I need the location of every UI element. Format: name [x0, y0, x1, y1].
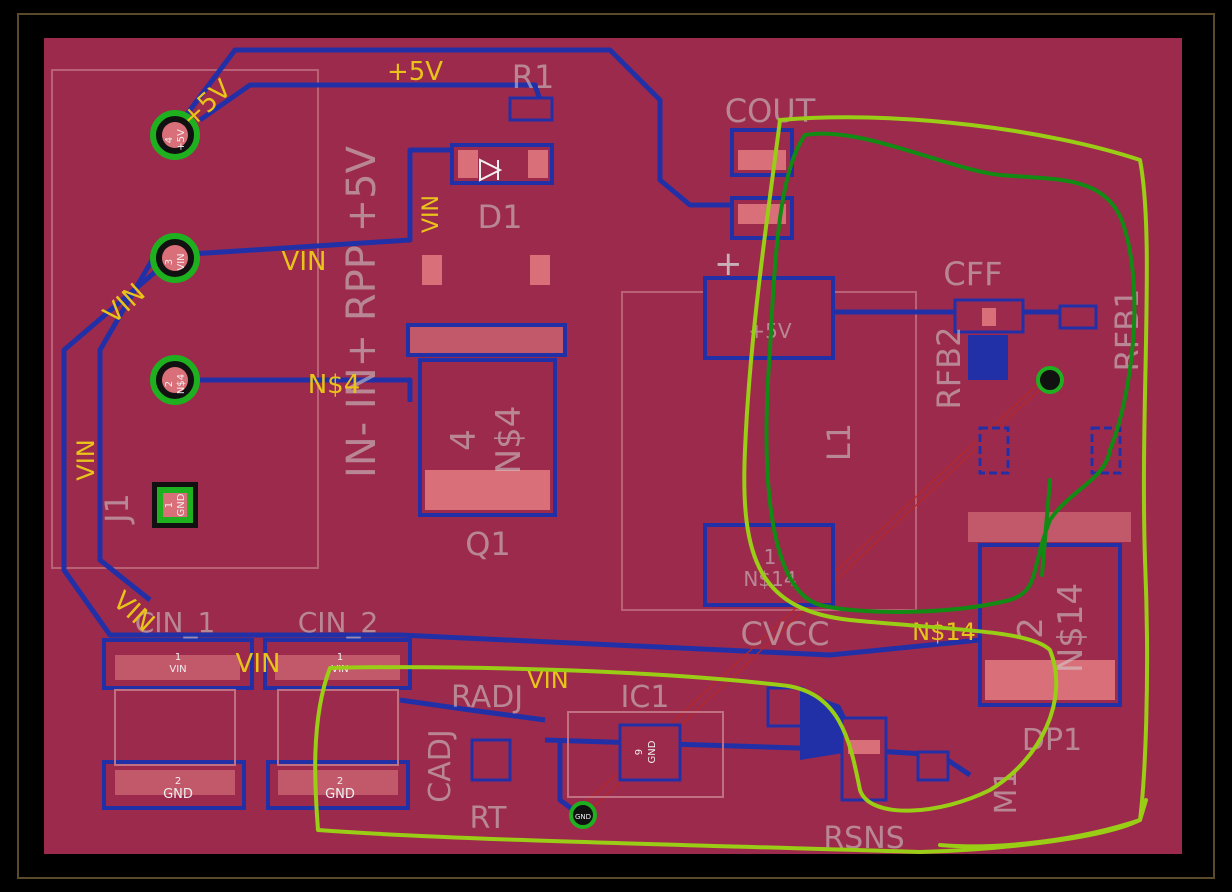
net-vin-cin: VIN: [236, 649, 281, 679]
ref-rfb1: RFB1: [1108, 289, 1146, 372]
net-p5v-top: +5V: [387, 57, 443, 87]
dp1-pad: [916, 750, 950, 782]
rsns-pad: [840, 716, 888, 802]
j1-p2-net: N$4: [176, 374, 187, 394]
rfb1-pad: [1058, 304, 1098, 330]
ic1-pad: [618, 723, 682, 782]
q1-net: N$4: [489, 406, 529, 475]
copper-pour: [44, 38, 1182, 854]
highlight-dark-loop: [764, 131, 1137, 614]
ref-cin2: CIN_2: [298, 606, 379, 639]
via-rfb[interactable]: [1036, 366, 1064, 394]
ic1-num: 9: [634, 749, 645, 755]
ref-cvcc: CVCC: [741, 615, 830, 653]
ref-rfb2: RFB2: [930, 327, 968, 410]
radj-pad: [470, 738, 512, 782]
q1-num: 4: [444, 429, 484, 451]
cin1-p2-net: GND: [163, 787, 193, 802]
ref-radj: RADJ: [451, 680, 523, 715]
highlight-annotations: [313, 115, 1150, 854]
j1-p4-num: 4: [164, 137, 175, 143]
j1-p2-num: 2: [164, 381, 175, 387]
j1-p1-net: GND: [176, 493, 187, 516]
l1-pad2: [703, 523, 835, 607]
cin2-p2-num: 2: [337, 776, 343, 787]
cin2-p1-num: 1: [337, 652, 343, 663]
ic1-body: [567, 711, 724, 798]
j1-pins: [150, 110, 1064, 829]
net-vin-left: VIN: [72, 439, 100, 480]
ic1-net: GND: [647, 740, 658, 763]
net-ns4: N$4: [308, 370, 361, 400]
j1-outline: [51, 69, 319, 569]
q1-pin1: [422, 255, 442, 285]
net-vin-mid: VIN: [282, 247, 327, 277]
ref-ic1: IC1: [621, 680, 670, 715]
cin2-p2-net: GND: [325, 787, 355, 802]
cin1-p1-num: 1: [175, 652, 181, 663]
cin1-p1-net: VIN: [169, 664, 186, 675]
j1-p4-net: +5V: [176, 129, 187, 151]
ref-j1: J1: [98, 493, 136, 525]
board-outline: [17, 13, 1215, 879]
j1-p3-net: VIN: [176, 253, 187, 270]
q1-pin2: [530, 255, 550, 285]
ref-cout: COUT: [725, 92, 816, 130]
net-ns14: N$14: [912, 618, 976, 646]
ref-d1: D1: [478, 198, 523, 236]
ref-cff: CFF: [943, 255, 1002, 293]
ref-rt: RT: [470, 801, 508, 836]
m1-pin-a: [978, 426, 1010, 475]
pads-layer: [102, 96, 1131, 810]
cout-plus: +: [714, 244, 743, 284]
cvcc-pad: [766, 686, 804, 728]
q1-tab: [406, 323, 567, 357]
j1-p3-num: 3: [164, 259, 175, 265]
ref-cadj: CADJ: [423, 729, 458, 802]
via-gnd[interactable]: [569, 801, 597, 829]
cin1-p2-num: 2: [175, 776, 181, 787]
m1-p2-num: 2: [1011, 617, 1051, 639]
ref-cin1: CIN_1: [135, 606, 216, 639]
m1-tab: [968, 512, 1131, 542]
m1-p2-net: N$14: [1051, 583, 1091, 673]
ref-r1: R1: [512, 58, 555, 96]
rfb2-pad: [968, 335, 1008, 380]
via-gnd-label: GND: [575, 813, 591, 821]
l1-p1-num: 1: [764, 545, 777, 569]
ref-l1: L1: [820, 423, 858, 461]
net-vin-vert: VIN: [419, 195, 444, 233]
j1-pin-legend: IN- IN+ RPP +5V: [339, 145, 385, 478]
ref-q1: Q1: [465, 525, 511, 563]
r1-body: [508, 96, 554, 122]
j1-p1-num: 1: [164, 502, 175, 508]
